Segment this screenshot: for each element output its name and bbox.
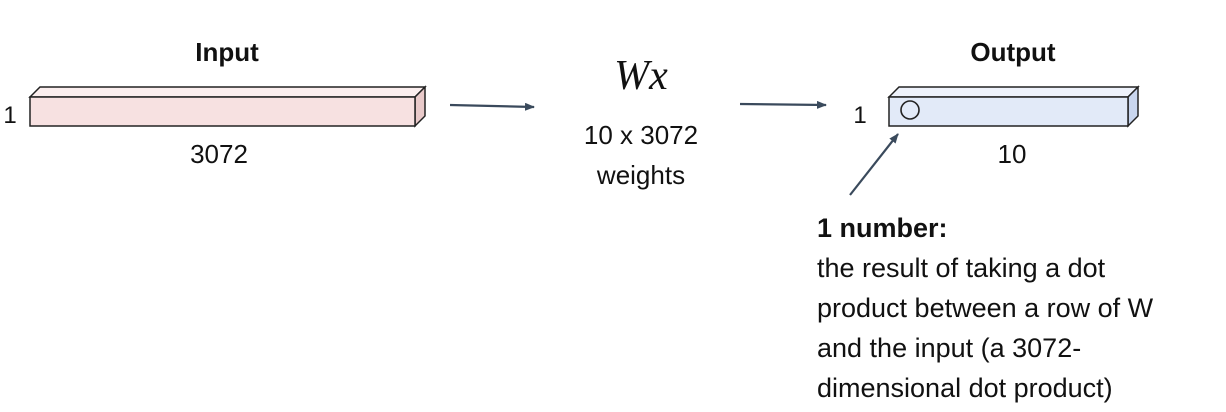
- weights-dimension-label: 10 x 3072: [584, 120, 698, 150]
- input-vector-box: [28, 85, 427, 128]
- weights-label: weights: [596, 160, 685, 190]
- output-box-top: [887, 86, 1140, 98]
- output-box-front: [888, 96, 1129, 127]
- output-width-label: 10: [998, 139, 1027, 169]
- arrow-weights-to-output: [739, 100, 827, 109]
- output-vector-box: [887, 85, 1140, 128]
- output-height-label: 1: [853, 102, 866, 129]
- arrow-annotation-pointer: [849, 133, 899, 196]
- weights-symbol: Wx: [614, 53, 668, 99]
- annotation-line-1: the result of taking a dot: [817, 253, 1106, 283]
- annotation-line-2: product between a row of W: [817, 293, 1154, 323]
- annotation-heading: 1 number:: [817, 213, 948, 243]
- input-box-front: [29, 96, 416, 127]
- input-height-label: 1: [3, 102, 16, 129]
- annotation: 1 number: the result of taking a dot pro…: [817, 208, 1222, 408]
- annotation-line-3: and the input (a 3072-: [817, 333, 1082, 363]
- input-title: Input: [195, 37, 259, 67]
- annotation-line-4: dimensional dot product): [817, 373, 1113, 403]
- input-box-top: [28, 86, 427, 98]
- arrow-input-to-weights: [449, 102, 535, 111]
- input-width-label: 3072: [190, 139, 248, 169]
- output-title: Output: [970, 37, 1056, 67]
- output-element-circle: [900, 100, 920, 120]
